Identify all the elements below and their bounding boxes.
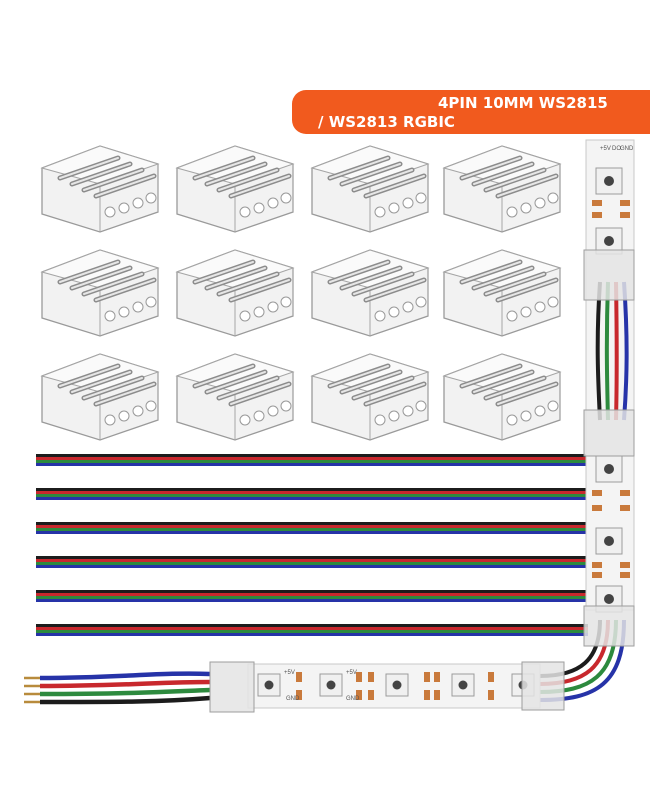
connector-clip [177, 354, 293, 440]
connector-clip [312, 250, 428, 336]
pad-label: +5V [346, 670, 357, 676]
connector-clip [312, 354, 428, 440]
extension-cable [36, 454, 588, 466]
led-chip [604, 594, 614, 604]
banner-title-line-2: / WS2813 RGBIC [318, 113, 455, 131]
connector-clip [177, 146, 293, 232]
strip-connector-clip [521, 661, 565, 711]
extension-cable [36, 522, 588, 534]
connector-clip [42, 354, 158, 440]
strip-connector-clip [583, 409, 635, 457]
strip-connector-clip [209, 661, 255, 713]
connector-clip [42, 250, 158, 336]
led-chip [604, 464, 614, 474]
connector-clip [444, 146, 560, 232]
banner-title-line-1: 4PIN 10MM WS2815 [438, 94, 608, 112]
input-pigtail-wire [24, 671, 211, 705]
connector-clip [177, 250, 293, 336]
strip-connector-clip [583, 249, 635, 301]
led-chip [604, 536, 614, 546]
product-title-banner: 4PIN 10MM WS2815 / WS2813 RGBIC [292, 90, 650, 134]
pad-label: +5V [284, 670, 295, 676]
extension-cable [36, 624, 588, 636]
connector-clip [312, 146, 428, 232]
led-chip [604, 236, 614, 246]
vertical-jumper-wire [595, 281, 629, 421]
pad-label: GND [346, 696, 360, 702]
pad-label: GND [286, 696, 300, 702]
extension-cable [36, 488, 588, 500]
pad-label: DO [612, 146, 621, 152]
strip-connector-clip [583, 605, 635, 647]
led-chip [604, 176, 614, 186]
connector-clips-grid [42, 146, 560, 440]
pad-label: GND [620, 146, 634, 152]
connector-clip [444, 354, 560, 440]
led-strip-horizontal: +5V GND +5V GND [247, 663, 541, 709]
connector-clip [444, 250, 560, 336]
connector-clip [42, 146, 158, 232]
pad-label: +5V [600, 146, 611, 152]
extension-cables [36, 454, 588, 636]
extension-cable [36, 590, 588, 602]
extension-cable [36, 556, 588, 568]
